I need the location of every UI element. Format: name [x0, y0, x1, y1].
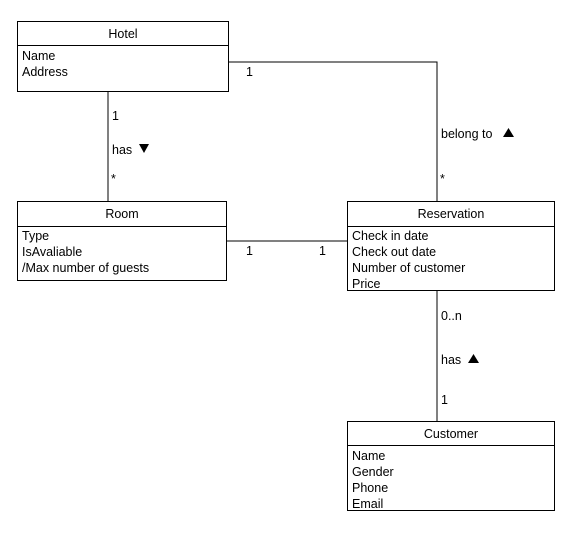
direction-down-icon	[139, 144, 149, 153]
direction-up-icon	[468, 354, 479, 363]
class-customer-attribute: Email	[352, 497, 383, 511]
mult-hotel-room-hotel-end: 1	[112, 109, 119, 123]
class-customer-box	[347, 421, 555, 511]
association-reservation-customer: 0..n has 1	[436, 291, 479, 421]
class-reservation-box	[347, 201, 555, 291]
class-room-title: Room	[105, 207, 138, 221]
class-reservation-attribute: Price	[352, 277, 381, 291]
mult-room-reservation-reservation-end: 1	[319, 244, 326, 258]
class-reservation-attribute: Check in date	[352, 229, 428, 243]
mult-reservation-customer-customer-end: 1	[441, 393, 448, 407]
association-hotel-reservation: 1 belong to *	[229, 61, 514, 201]
class-room-attribute: Type	[22, 229, 49, 243]
class-hotel-attribute: Name	[22, 49, 55, 63]
class-customer-attribute: Name	[352, 449, 385, 463]
class-reservation-attribute: Number of customer	[352, 261, 465, 275]
direction-up-icon	[503, 128, 514, 137]
assoc-label-hotel-room: has	[112, 143, 132, 157]
class-room-attribute: IsAvaliable	[22, 245, 82, 259]
class-hotel[interactable]: Hotel Name Address	[17, 21, 229, 92]
mult-reservation-customer-reservation-end: 0..n	[441, 309, 462, 323]
class-customer-attribute: Phone	[352, 481, 388, 495]
mult-hotel-reservation-reservation-end: *	[440, 172, 445, 186]
class-reservation-title: Reservation	[418, 207, 485, 221]
class-hotel-attribute: Address	[22, 65, 68, 79]
class-room-box	[17, 201, 227, 281]
mult-hotel-room-room-end: *	[111, 172, 116, 186]
assoc-label-hotel-reservation: belong to	[441, 127, 492, 141]
class-hotel-title: Hotel	[108, 27, 137, 41]
class-customer[interactable]: Customer Name Gender Phone Email	[347, 421, 555, 512]
class-room-attribute: /Max number of guests	[22, 261, 149, 275]
class-reservation[interactable]: Reservation Check in date Check out date…	[347, 201, 555, 292]
mult-hotel-reservation-hotel-end: 1	[246, 65, 253, 79]
class-customer-title: Customer	[424, 427, 478, 441]
mult-room-reservation-room-end: 1	[246, 244, 253, 258]
class-reservation-attribute: Check out date	[352, 245, 436, 259]
connector-hotel-reservation	[229, 61, 438, 201]
assoc-label-reservation-customer: has	[441, 353, 461, 367]
class-room[interactable]: Room Type IsAvaliable /Max number of gue…	[17, 201, 227, 281]
association-room-reservation: 1 1	[227, 240, 347, 258]
class-customer-attribute: Gender	[352, 465, 394, 479]
association-hotel-room: 1 has *	[107, 91, 149, 201]
class-hotel-box	[17, 21, 229, 92]
